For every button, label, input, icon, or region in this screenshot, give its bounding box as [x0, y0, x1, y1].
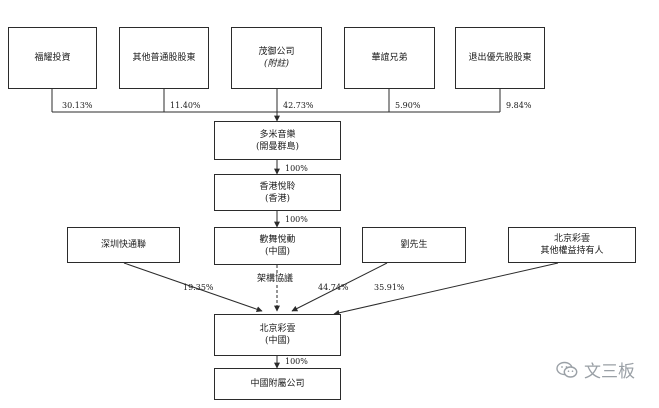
box-mr-liu: 劉先生 — [362, 227, 466, 263]
box-label: 茂御公司 — [258, 47, 295, 57]
arrow-shenzhen — [123, 262, 263, 313]
pct-hk-to-huanwu: 100% — [285, 215, 308, 224]
pct-exit-preferred: 9.84% — [506, 101, 532, 110]
box-exit-preferred-shareholders: 退出優先股股東 — [455, 27, 545, 89]
box-label: 香港悅聆 — [259, 181, 296, 192]
box-label: 歡舞悅動 — [259, 235, 296, 245]
pct-liu: 44.74% — [318, 283, 349, 292]
pct-other-holders: 35.91% — [374, 283, 405, 292]
box-shenzhen-kuaitonglian: 深圳快通聯 — [67, 227, 180, 263]
box-label: 深圳快通聯 — [100, 240, 146, 250]
box-label: 多米音樂 — [259, 129, 296, 140]
box-sublabel: (中國) — [264, 247, 291, 257]
box-sublabel: (開曼群島) — [255, 141, 300, 152]
box-sublabel: 其他權益持有人 — [540, 246, 604, 256]
pct-other-common: 11.40% — [170, 101, 201, 110]
box-huanwu-yuedong: 歡舞悅動 (中國) — [214, 227, 341, 265]
box-beijing-caiyun: 北京彩雲 (中國) — [214, 314, 341, 356]
box-note: (附註) — [263, 59, 290, 69]
box-huayi-brothers: 華誼兄弟 — [344, 27, 435, 89]
box-beijing-caiyun-other-holders: 北京彩雲 其他權益持有人 — [508, 227, 636, 263]
box-label: 北京彩雲 — [553, 234, 590, 244]
pct-caiyun-to-subsidiary: 100% — [285, 357, 308, 366]
box-sublabel: (中國) — [264, 336, 291, 346]
box-other-common-shareholders: 其他普通股股東 — [119, 27, 209, 89]
box-fuyao-investment: 福耀投資 — [8, 27, 97, 89]
pct-shenzhen: 19.35% — [183, 283, 214, 292]
pct-mouyu: 42.73% — [283, 101, 314, 110]
box-label: 其他普通股股東 — [132, 53, 196, 63]
box-prc-subsidiary: 中國附屬公司 — [214, 368, 341, 400]
pct-huayi: 5.90% — [395, 101, 421, 110]
watermark: 文三板 — [556, 357, 635, 382]
box-sublabel: (香港) — [264, 193, 291, 204]
box-mouyu: 茂御公司 (附註) — [231, 27, 322, 89]
box-label: 劉先生 — [400, 240, 428, 250]
box-label: 福耀投資 — [34, 53, 71, 63]
wechat-icon — [556, 361, 578, 378]
box-label: 中國附屬公司 — [250, 379, 305, 389]
box-duomi-music: 多米音樂 (開曼群島) — [214, 121, 341, 160]
contractual-arrangement-label: 架構協議 — [256, 274, 295, 285]
box-label: 退出優先股股東 — [468, 53, 532, 63]
arrow-liu — [291, 262, 388, 312]
watermark-text: 文三板 — [584, 362, 635, 382]
box-label: 華誼兄弟 — [371, 53, 408, 63]
box-label: 北京彩雲 — [259, 324, 296, 334]
pct-duomi-to-hk: 100% — [285, 164, 308, 173]
box-hk-yueling: 香港悅聆 (香港) — [214, 174, 341, 211]
pct-fuyao: 30.13% — [62, 101, 93, 110]
arrow-other-holders — [333, 262, 559, 316]
